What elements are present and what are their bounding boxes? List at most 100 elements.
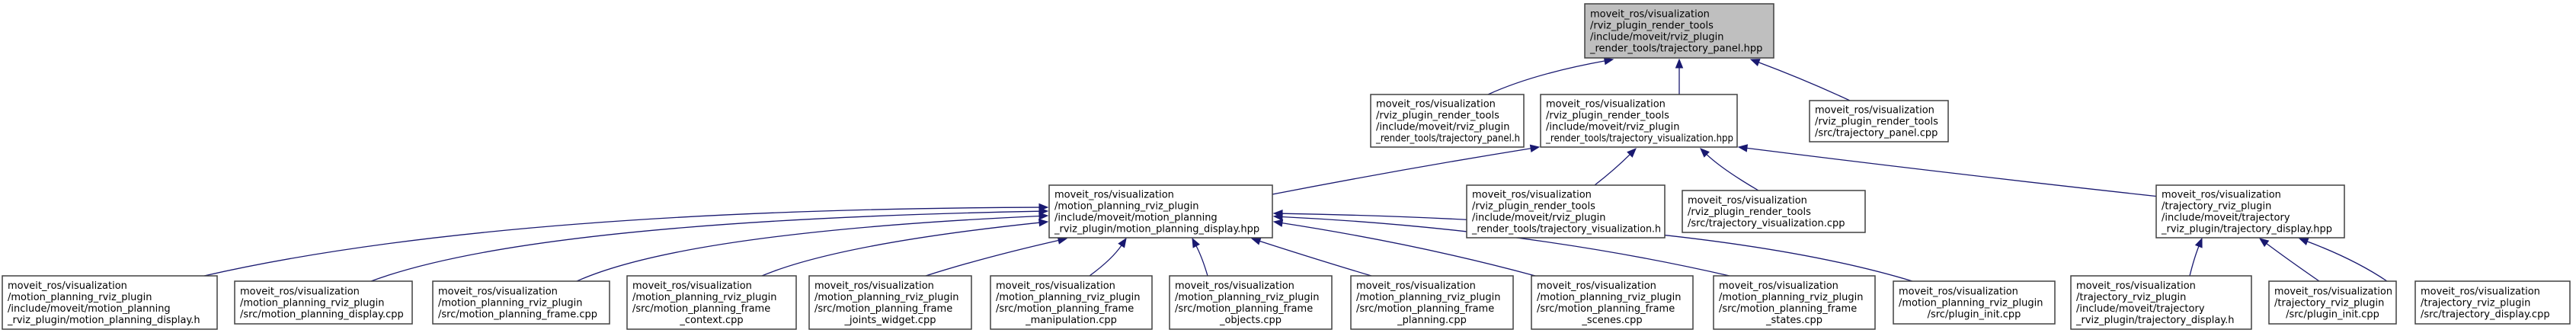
edge-traj_vis_cpp-to-traj_vis_hpp bbox=[1700, 148, 1759, 191]
arrowhead-icon bbox=[1603, 56, 1614, 66]
node-root[interactable]: moveit_ros/visualization/rviz_plugin_ren… bbox=[1584, 3, 1774, 59]
node-label-line: _rviz_plugin/motion_planning_display.hpp bbox=[1054, 224, 1259, 235]
node-label-line: /rviz_plugin_render_tools bbox=[1472, 201, 1595, 213]
node-mp-display-cpp[interactable]: moveit_ros/visualization/motion_planning… bbox=[234, 280, 413, 325]
node-label-line: /include/moveit/rviz_plugin bbox=[1546, 122, 1679, 133]
node-box[interactable] bbox=[1682, 190, 1866, 233]
node-label-line: /trajectory_rviz_plugin bbox=[2421, 298, 2530, 309]
node-box[interactable] bbox=[1370, 94, 1525, 148]
edge-mp_frame_context-to-mp_display_hpp bbox=[761, 218, 1049, 277]
edge-mp_display_hpp-to-traj_vis_hpp bbox=[1272, 144, 1541, 195]
edge-mp_frame_joints-to-mp_display_hpp bbox=[925, 236, 1068, 277]
arrowhead-icon bbox=[1118, 237, 1127, 248]
arrowhead-icon bbox=[2194, 237, 2203, 248]
node-panel-h[interactable]: moveit_ros/visualization/rviz_plugin_ren… bbox=[1370, 94, 1525, 148]
edge-line bbox=[2189, 245, 2200, 277]
edge-mp_frame_objects-to-mp_display_hpp bbox=[1192, 237, 1208, 277]
node-box[interactable] bbox=[990, 275, 1153, 330]
node-traj-display-cpp[interactable]: moveit_ros/visualization/trajectory_rviz… bbox=[2414, 280, 2571, 325]
node-box[interactable] bbox=[1893, 280, 2056, 325]
node-box[interactable] bbox=[2414, 280, 2571, 325]
node-label-line: moveit_ros/visualization bbox=[1356, 280, 1476, 292]
node-label-line: _render_tools/trajectory_visualization.h… bbox=[1545, 133, 1733, 145]
node-label-line: moveit_ros/visualization bbox=[1537, 280, 1656, 292]
node-box[interactable] bbox=[1350, 275, 1514, 330]
node-traj-plugin-init[interactable]: moveit_ros/visualization/trajectory_rviz… bbox=[2268, 280, 2397, 325]
node-box[interactable] bbox=[1466, 184, 1666, 239]
edge-traj_plugin_init-to-traj_display_hpp bbox=[2258, 238, 2320, 282]
node-label-line: moveit_ros/visualization bbox=[240, 287, 360, 298]
arrowhead-icon bbox=[2298, 238, 2309, 245]
node-label-line: /motion_planning_rviz_plugin bbox=[1356, 292, 1501, 303]
node-panel-cpp[interactable]: moveit_ros/visualization/rviz_plugin_ren… bbox=[1809, 100, 1949, 142]
node-box[interactable] bbox=[1713, 275, 1876, 330]
node-traj-display-hpp[interactable]: moveit_ros/visualization/trajectory_rviz… bbox=[2155, 184, 2345, 239]
node-label-line: moveit_ros/visualization bbox=[1546, 99, 1666, 110]
node-label-line: _render_tools/trajectory_visualization.h bbox=[1471, 224, 1661, 235]
node-traj-vis-hpp[interactable]: moveit_ros/visualization/rviz_plugin_ren… bbox=[1540, 94, 1738, 148]
node-mp-frame-manip[interactable]: moveit_ros/visualization/motion_planning… bbox=[990, 275, 1153, 330]
arrowhead-icon bbox=[1675, 58, 1684, 69]
edge-mp_frame_scenes-to-mp_display_hpp bbox=[1272, 219, 1536, 277]
node-box[interactable] bbox=[1540, 94, 1738, 148]
node-box[interactable] bbox=[808, 275, 972, 330]
node-mp-frame-scenes[interactable]: moveit_ros/visualization/motion_planning… bbox=[1531, 275, 1694, 330]
node-box[interactable] bbox=[2155, 184, 2345, 239]
edge-line bbox=[1281, 222, 1536, 277]
node-box[interactable] bbox=[626, 275, 797, 330]
node-label-line: moveit_ros/visualization bbox=[996, 280, 1115, 292]
node-label-line: /include/moveit/trajectory bbox=[2076, 303, 2205, 315]
node-box[interactable] bbox=[1584, 3, 1774, 59]
node-label-line: /src/motion_planning_frame.cpp bbox=[438, 309, 597, 321]
node-mp-plugin-init[interactable]: moveit_ros/visualization/motion_planning… bbox=[1893, 280, 2056, 325]
node-box[interactable] bbox=[1809, 100, 1949, 142]
node-label-line: /include/moveit/motion_planning bbox=[1054, 213, 1218, 224]
edge-mp_frame_cpp-to-mp_display_hpp bbox=[576, 212, 1049, 282]
node-mp-frame-planning[interactable]: moveit_ros/visualization/motion_planning… bbox=[1350, 275, 1514, 330]
node-traj-display-h[interactable]: moveit_ros/visualization/trajectory_rviz… bbox=[2070, 275, 2252, 330]
node-label-line: /src/trajectory_visualization.cpp bbox=[1688, 218, 1845, 229]
node-mp-display-hpp[interactable]: moveit_ros/visualization/motion_planning… bbox=[1048, 184, 1273, 239]
node-box[interactable] bbox=[1048, 184, 1273, 239]
node-box[interactable] bbox=[2070, 275, 2252, 330]
edge-line bbox=[761, 222, 1041, 277]
node-label-line: _scenes.cpp bbox=[1581, 315, 1642, 326]
arrowhead-icon bbox=[1038, 207, 1049, 216]
node-label-line: /motion_planning_rviz_plugin bbox=[8, 292, 152, 303]
node-label-line: _context.cpp bbox=[679, 315, 743, 326]
node-box[interactable] bbox=[234, 280, 413, 325]
node-label-line: moveit_ros/visualization bbox=[1815, 105, 1934, 117]
node-traj-vis-h[interactable]: moveit_ros/visualization/rviz_plugin_ren… bbox=[1466, 184, 1666, 239]
node-label-line: /src/plugin_init.cpp bbox=[2286, 309, 2379, 321]
node-box[interactable] bbox=[1531, 275, 1694, 330]
node-label-line: /trajectory_rviz_plugin bbox=[2162, 201, 2271, 213]
node-box[interactable] bbox=[2268, 280, 2397, 325]
node-label-line: /rviz_plugin_render_tools bbox=[1688, 207, 1811, 218]
node-traj-vis-cpp[interactable]: moveit_ros/visualization/rviz_plugin_ren… bbox=[1682, 190, 1866, 233]
node-label-line: /src/motion_planning_frame bbox=[1356, 303, 1494, 315]
node-mp-frame-states[interactable]: moveit_ros/visualization/motion_planning… bbox=[1713, 275, 1876, 330]
node-mp-display-h[interactable]: moveit_ros/visualization/motion_planning… bbox=[2, 275, 218, 330]
node-box[interactable] bbox=[2, 275, 218, 330]
node-label-line: /src/plugin_init.cpp bbox=[1928, 309, 2021, 321]
node-label-line: /src/trajectory_panel.cpp bbox=[1815, 128, 1938, 139]
edge-line bbox=[1195, 245, 1208, 277]
edge-line bbox=[1259, 240, 1372, 277]
node-box[interactable] bbox=[1169, 275, 1333, 330]
node-mp-frame-objects[interactable]: moveit_ros/visualization/motion_planning… bbox=[1169, 275, 1333, 330]
edge-line bbox=[1487, 60, 1606, 95]
node-label-line: /include/moveit/rviz_plugin bbox=[1472, 213, 1605, 224]
node-box[interactable] bbox=[432, 280, 610, 325]
node-mp-frame-context[interactable]: moveit_ros/visualization/motion_planning… bbox=[626, 275, 797, 330]
node-label-line: _render_tools/trajectory_panel.hpp bbox=[1589, 43, 1762, 55]
node-label-line: moveit_ros/visualization bbox=[2421, 287, 2540, 298]
node-mp-frame-joints[interactable]: moveit_ros/visualization/motion_planning… bbox=[808, 275, 972, 330]
node-label-line: moveit_ros/visualization bbox=[1054, 190, 1174, 201]
node-label-line: /src/motion_planning_frame bbox=[1719, 303, 1857, 315]
node-label-line: moveit_ros/visualization bbox=[1376, 99, 1496, 110]
edge-line bbox=[925, 239, 1060, 277]
node-label-line: /src/motion_planning_display.cpp bbox=[240, 309, 404, 321]
node-mp-frame-cpp[interactable]: moveit_ros/visualization/motion_planning… bbox=[432, 280, 610, 325]
edge-line bbox=[1272, 147, 1532, 195]
edge-line bbox=[1758, 61, 1851, 101]
